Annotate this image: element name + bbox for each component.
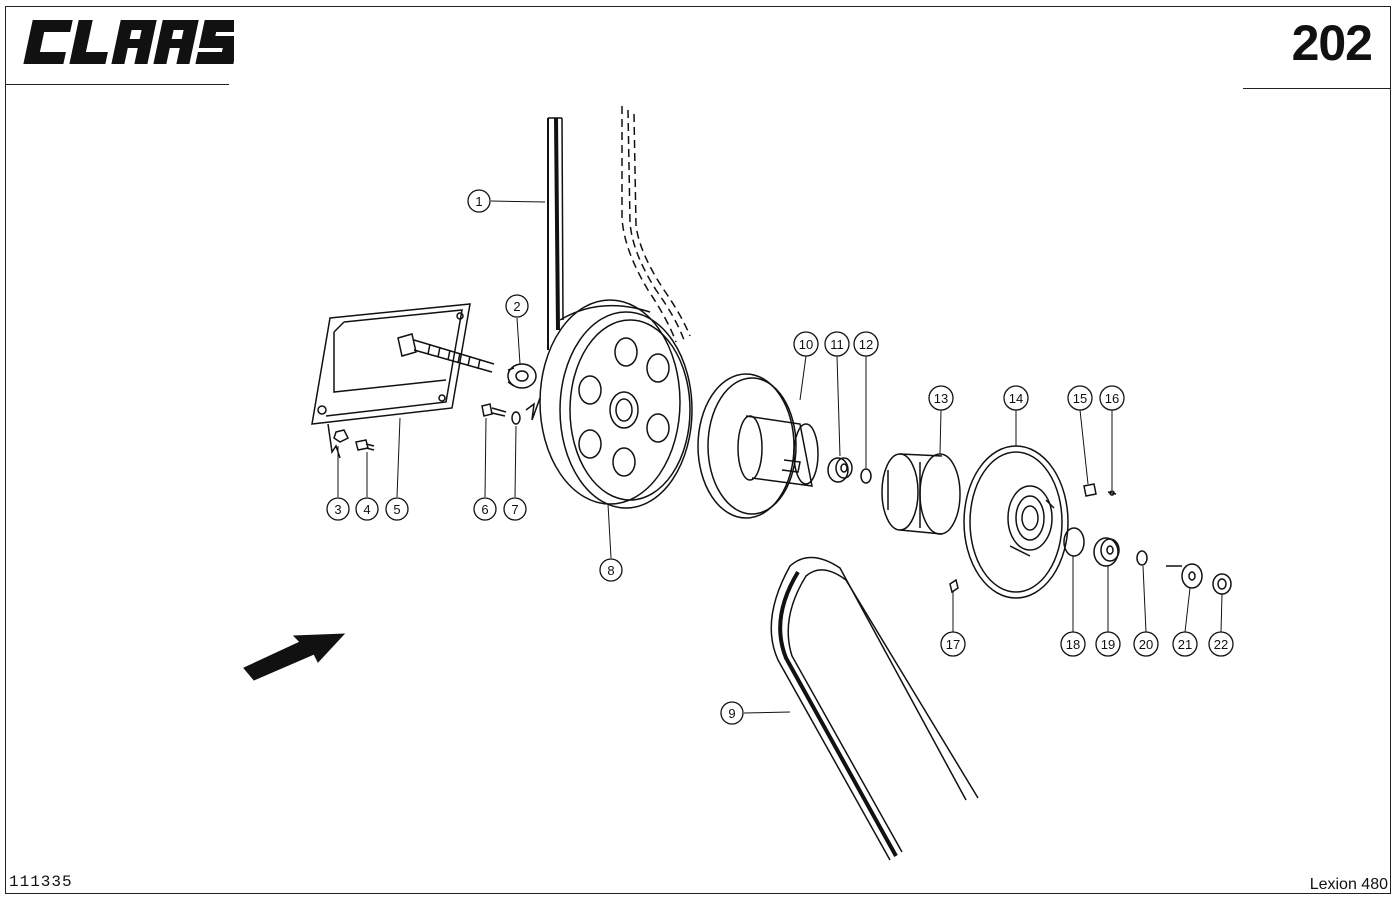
callout-19: 19 <box>1095 631 1121 657</box>
callout-1: 1 <box>467 189 491 213</box>
svg-text:9: 9 <box>728 706 735 721</box>
svg-text:16: 16 <box>1105 391 1119 406</box>
drawing-number: 111335 <box>9 873 73 891</box>
page-frame <box>5 6 1391 894</box>
callout-21: 21 <box>1172 631 1198 657</box>
callout-7: 7 <box>503 497 527 521</box>
svg-text:2: 2 <box>513 299 520 314</box>
part-21-bushing <box>1166 563 1203 589</box>
callout-10: 10 <box>793 331 819 357</box>
belt-1 <box>547 117 564 350</box>
svg-text:14: 14 <box>1009 391 1023 406</box>
svg-text:1: 1 <box>475 194 482 209</box>
svg-text:12: 12 <box>859 337 873 352</box>
callout-6: 6 <box>473 497 497 521</box>
part-14-disc <box>963 445 1069 599</box>
callout-12: 12 <box>853 331 879 357</box>
svg-text:15: 15 <box>1073 391 1087 406</box>
callout-15: 15 <box>1067 385 1093 411</box>
threaded-rod <box>397 333 495 373</box>
callout-9: 9 <box>720 701 744 725</box>
svg-text:10: 10 <box>799 337 813 352</box>
part-16-screw <box>1107 490 1117 496</box>
v-belt-9 <box>770 556 979 861</box>
part-6-bolt <box>481 403 507 417</box>
header-rule-left <box>6 84 229 85</box>
part-10-flange-hub <box>697 373 819 519</box>
part-2-bearing <box>507 363 537 389</box>
callout-20: 20 <box>1133 631 1159 657</box>
svg-text:8: 8 <box>607 563 614 578</box>
svg-text:21: 21 <box>1178 637 1192 652</box>
svg-text:11: 11 <box>830 337 844 352</box>
callout-16: 16 <box>1099 385 1125 411</box>
svg-text:7: 7 <box>511 502 518 517</box>
svg-text:4: 4 <box>363 502 370 517</box>
callout-11: 11 <box>824 331 850 357</box>
callout-2: 2 <box>505 294 529 318</box>
header-rule-right <box>1243 88 1391 89</box>
callout-14: 14 <box>1003 385 1029 411</box>
part-15-clip <box>1083 483 1097 497</box>
callout-5: 5 <box>385 497 409 521</box>
svg-text:6: 6 <box>481 502 488 517</box>
callout-13: 13 <box>928 385 954 411</box>
part-11-bearing <box>827 457 853 483</box>
part-17-nipple <box>949 578 959 594</box>
callout-4: 4 <box>355 497 379 521</box>
part-22-nut <box>1212 573 1232 595</box>
part-13-sleeve <box>881 453 961 535</box>
callout-18: 18 <box>1060 631 1086 657</box>
svg-text:19: 19 <box>1101 637 1115 652</box>
callout-22: 22 <box>1208 631 1234 657</box>
part-20-ring <box>1136 550 1148 566</box>
page-number: 202 <box>1291 15 1373 71</box>
leader-kink <box>525 397 541 421</box>
claas-logo <box>23 20 234 64</box>
direction-arrow <box>243 633 346 681</box>
leader-lines <box>337 200 1223 714</box>
svg-text:13: 13 <box>934 391 948 406</box>
svg-text:5: 5 <box>393 502 400 517</box>
callout-8: 8 <box>599 558 623 582</box>
part-19-bearing <box>1093 537 1120 567</box>
belt-guard-dashed <box>621 106 691 343</box>
model-name: Lexion 480 <box>1309 876 1388 893</box>
pulley-8 <box>539 299 693 509</box>
part-12-ring <box>860 468 872 484</box>
svg-text:20: 20 <box>1139 637 1153 652</box>
part-4-bolt <box>355 439 375 451</box>
callout-17: 17 <box>940 631 966 657</box>
part-3-nut <box>333 429 350 443</box>
bracket-plate-5 <box>311 303 471 425</box>
svg-text:3: 3 <box>334 502 341 517</box>
svg-text:17: 17 <box>946 637 960 652</box>
svg-text:18: 18 <box>1066 637 1080 652</box>
part-18-circlip <box>1063 527 1085 557</box>
part-7-washer <box>511 411 521 425</box>
callout-3: 3 <box>326 497 350 521</box>
svg-text:22: 22 <box>1214 637 1228 652</box>
